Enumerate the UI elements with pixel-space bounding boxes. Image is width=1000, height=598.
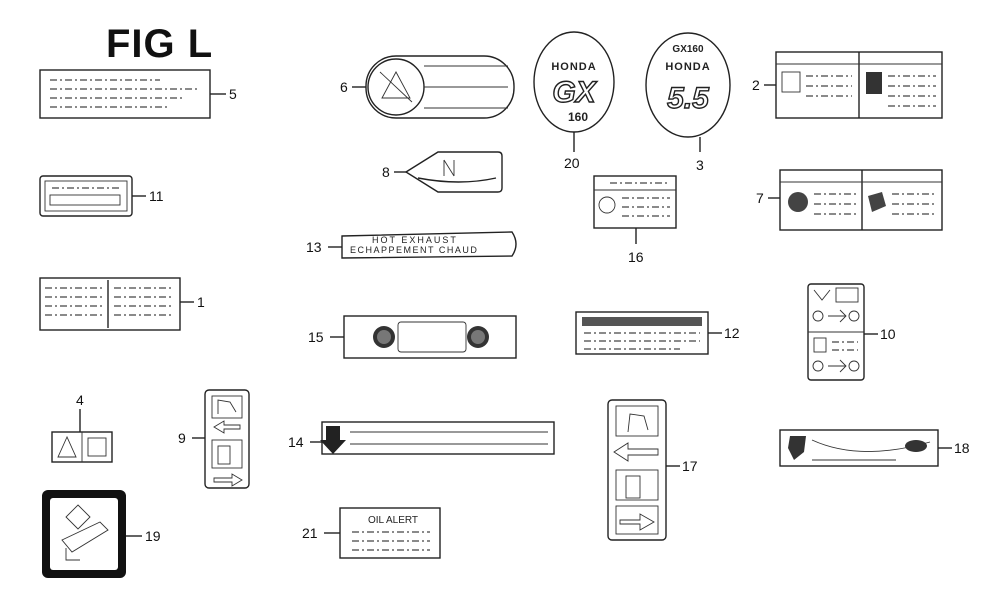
callout-7: 7	[756, 190, 764, 206]
callout-3: 3	[696, 157, 704, 173]
label-13-line2: ECHAPPEMENT CHAUD	[350, 245, 478, 255]
decal-7: 7	[756, 169, 943, 231]
callout-8: 8	[382, 164, 390, 180]
callout-14: 14	[288, 434, 304, 450]
label-13-line1: HOT EXHAUST	[372, 235, 458, 245]
decal-1: 1	[39, 277, 205, 331]
callout-13: 13	[306, 239, 322, 255]
decal-12: 12	[575, 311, 740, 355]
callout-4: 4	[76, 392, 84, 408]
callout-18: 18	[954, 440, 970, 456]
decal-8: 8	[382, 151, 503, 193]
label-21-title: OIL ALERT	[368, 515, 418, 526]
badge-3-brand: HONDA	[665, 61, 710, 73]
decal-4: 4	[51, 392, 113, 463]
badge-3-power: 5.5	[667, 82, 710, 115]
callout-5: 5	[229, 86, 237, 102]
callout-6: 6	[340, 79, 348, 95]
callout-11: 11	[149, 188, 164, 204]
badge-3-top: GX160	[672, 44, 704, 55]
decal-19: 19	[42, 490, 161, 578]
decal-13: 13 HOT EXHAUST ECHAPPEMENT CHAUD	[306, 231, 517, 259]
figure-title: FIG L	[106, 22, 214, 66]
decal-2: 2	[752, 51, 943, 119]
decal-20-gx-badge: HONDA GX 160 20	[533, 31, 615, 171]
decal-6: 6	[340, 55, 515, 119]
callout-16: 16	[628, 249, 644, 265]
decal-21: 21 OIL ALERT	[302, 507, 441, 559]
decal-5: 5	[39, 69, 237, 119]
decal-17: 17	[607, 399, 698, 541]
badge-20-brand: HONDA	[551, 61, 596, 73]
decal-18: 18	[779, 429, 970, 467]
badge-20-model: GX	[552, 76, 597, 109]
callout-2: 2	[752, 77, 760, 93]
callout-1: 1	[197, 294, 205, 310]
decal-16: 16	[593, 175, 677, 265]
callout-21: 21	[302, 525, 318, 541]
callout-10: 10	[880, 326, 896, 342]
callout-17: 17	[682, 458, 698, 474]
callout-12: 12	[724, 325, 740, 341]
callout-20: 20	[564, 155, 580, 171]
decal-15: 15	[308, 315, 517, 359]
decal-3-power-badge: GX160 HONDA 5.5 3	[645, 32, 731, 173]
decal-9: 9	[178, 389, 250, 489]
callout-19: 19	[145, 528, 161, 544]
decal-14: 14	[288, 421, 555, 455]
decal-11: 11	[39, 175, 164, 217]
decal-10: 10	[807, 283, 896, 381]
badge-20-size: 160	[568, 110, 588, 124]
callout-9: 9	[178, 430, 186, 446]
callout-15: 15	[308, 329, 324, 345]
